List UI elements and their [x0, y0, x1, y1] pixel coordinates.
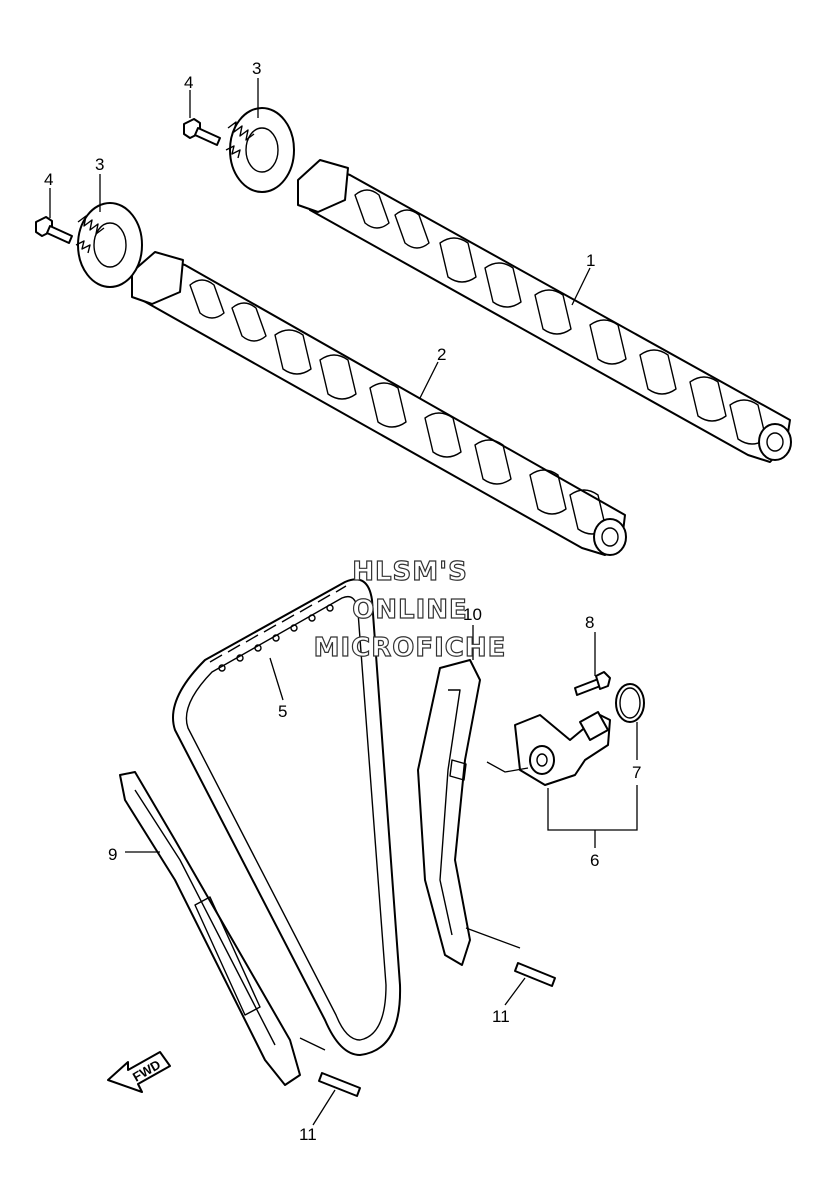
callout-labels: 1 2 3 3 4 4 5 6 7 8 9 10 11 11 — [44, 59, 641, 1144]
watermark-line-2: ONLINE — [352, 595, 468, 625]
callout-4-upper: 4 — [184, 73, 193, 92]
pin-left — [318, 1072, 361, 1097]
forward-arrow-icon — [107, 1051, 171, 1093]
chain-links — [209, 585, 347, 672]
callout-11-left: 11 — [299, 1125, 317, 1144]
callout-6: 6 — [590, 851, 599, 870]
timing-chain — [172, 578, 402, 1056]
callout-8: 8 — [585, 613, 594, 632]
tensioner-bolt — [574, 671, 611, 696]
callout-7: 7 — [632, 763, 641, 782]
callout-10: 10 — [463, 605, 482, 624]
callout-2: 2 — [437, 345, 446, 364]
forward-direction-badge: FWD — [107, 1051, 171, 1093]
callout-5: 5 — [278, 702, 287, 721]
callout-9: 9 — [108, 845, 117, 864]
watermark: HLSM'S ONLINE MICROFICHE — [313, 556, 507, 663]
sprocket-lower — [75, 202, 143, 288]
callout-4-lower: 4 — [44, 170, 53, 189]
chain-tensioner — [514, 711, 611, 786]
o-ring-inner — [619, 687, 641, 719]
watermark-line-1: HLSM'S — [352, 557, 468, 587]
bolt-upper — [183, 118, 221, 146]
callout-1: 1 — [586, 251, 595, 270]
sprocket-upper — [225, 107, 295, 193]
camshaft-lower — [131, 251, 627, 556]
camshaft-upper — [297, 159, 792, 463]
bolt-lower — [35, 216, 73, 244]
callout-11-right: 11 — [492, 1007, 510, 1026]
leader-lines — [49, 78, 638, 1126]
chain-guide — [119, 771, 301, 1086]
tensioner-arm — [417, 659, 481, 966]
pin-right — [514, 962, 556, 987]
callout-3-upper: 3 — [252, 59, 261, 78]
watermark-line-3: MICROFICHE — [314, 633, 507, 663]
callout-3-lower: 3 — [95, 155, 104, 174]
